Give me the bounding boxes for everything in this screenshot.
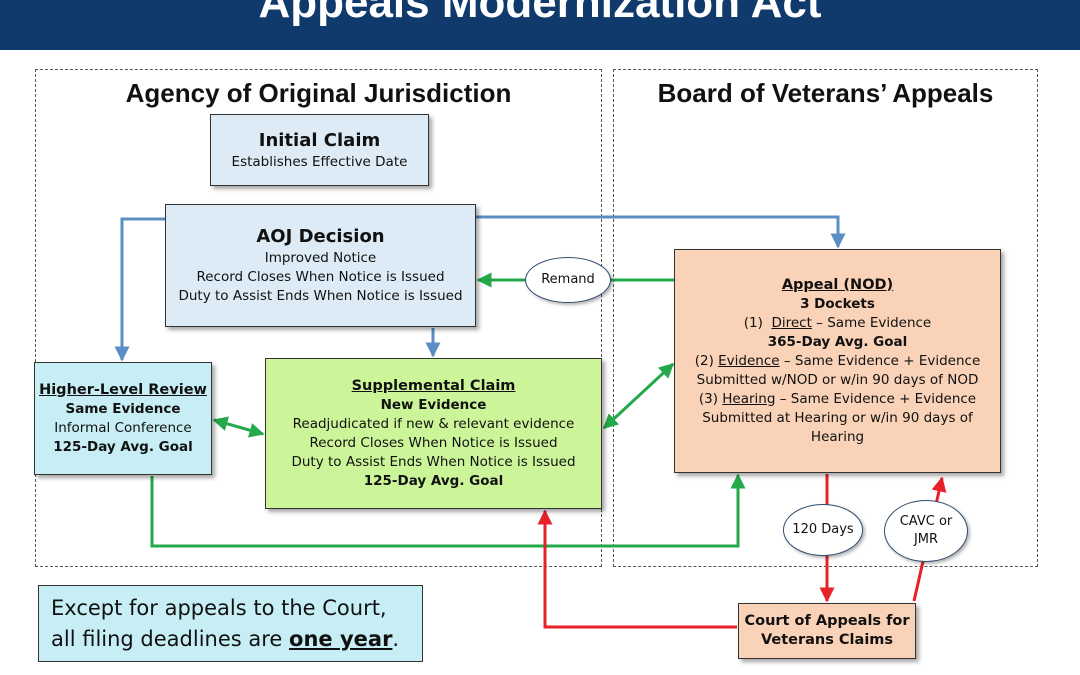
docket-evidence-line: Submitted w/NOD or w/in 90 days of NOD: [696, 371, 979, 388]
docket-hearing-rest: – Same Evidence + Evidence: [775, 390, 977, 407]
docket-direct-name: Direct: [771, 314, 812, 331]
cavc-jmr-line: CAVC or: [899, 514, 953, 529]
arrow-decision-to-hlr: [114, 217, 165, 362]
docket-direct-rest: – Same Evidence: [811, 314, 932, 331]
arrow-hlr-to-appeal: [150, 473, 746, 548]
docket-evidence-rest: – Same Evidence + Evidence: [779, 352, 981, 369]
initial-claim-box: Initial Claim Establishes Effective Date: [210, 114, 429, 186]
court-of-appeals-box: Court of Appeals for Veterans Claims: [738, 603, 916, 659]
docket-hearing: (3) Hearing – Same Evidence + Evidence: [675, 390, 1000, 409]
docket-direct: (1) Direct – Same Evidence: [675, 314, 1000, 333]
page-title: Appeals Modernization Act: [258, 0, 822, 27]
arrow-court-to-supplemental: [537, 509, 737, 629]
bva-region-title: Board of Veterans’ Appeals: [657, 78, 994, 108]
initial-claim-title: Initial Claim: [258, 129, 381, 151]
aoj-decision-line: Improved Notice: [264, 250, 377, 266]
supplemental-claim-line: Readjudicated if new & relevant evidence: [292, 415, 575, 432]
supplemental-claim-box: Supplemental Claim New Evidence Readjudi…: [265, 358, 602, 509]
note-line: Except for appeals to the Court,: [51, 596, 387, 620]
arrow-supplemental-appeal: [602, 362, 675, 430]
initial-claim-line: Establishes Effective Date: [231, 153, 408, 170]
higher-level-review-line: Same Evidence: [65, 400, 181, 417]
filing-deadline-note: Except for appeals to the Court, all fil…: [38, 585, 423, 662]
aoj-decision-line: Record Closes When Notice is Issued: [196, 269, 445, 285]
docket-evidence: (2) Evidence – Same Evidence + Evidence: [675, 352, 1000, 371]
note-text: all filing deadlines are: [51, 627, 290, 651]
higher-level-review-title: Higher-Level Review: [39, 381, 207, 398]
note-emphasis: one year: [289, 627, 393, 651]
supplemental-claim-goal: 125-Day Avg. Goal: [363, 472, 504, 489]
court-line: Veterans Claims: [760, 632, 894, 648]
higher-level-review-line: Informal Conference: [54, 419, 192, 436]
cavc-jmr-line: JMR: [913, 532, 939, 547]
aoj-decision-title: AOJ Decision: [256, 226, 385, 247]
supplemental-claim-title: Supplemental Claim: [351, 377, 516, 394]
docket-hearing-name: Hearing: [722, 390, 776, 407]
docket-hearing-line: Submitted at Hearing or w/in 90 days of: [702, 409, 973, 426]
docket-evidence-num: (2): [694, 352, 719, 369]
docket-hearing-line: Hearing: [810, 428, 865, 445]
supplemental-claim-line: New Evidence: [380, 396, 487, 413]
aoj-decision-box: AOJ Decision Improved Notice Record Clos…: [165, 204, 476, 327]
note-period: .: [392, 627, 400, 651]
supplemental-claim-line: Record Closes When Notice is Issued: [309, 434, 558, 451]
higher-level-review-box: Higher-Level Review Same Evidence Inform…: [34, 362, 212, 475]
arrow-hlr-supplemental: [212, 416, 265, 438]
docket-hearing-num: (3): [698, 390, 723, 407]
aoj-decision-line: Duty to Assist Ends When Notice is Issue…: [178, 288, 463, 304]
docket-direct-goal: 365-Day Avg. Goal: [767, 333, 908, 350]
supplemental-claim-line: Duty to Assist Ends When Notice is Issue…: [291, 453, 576, 470]
appeal-nod-box: Appeal (NOD) 3 Dockets (1) Direct – Same…: [674, 249, 1001, 473]
cavc-jmr-oval: CAVC or JMR: [884, 500, 968, 562]
docket-evidence-name: Evidence: [718, 352, 780, 369]
aoj-region-title: Agency of Original Jurisdiction: [125, 78, 512, 108]
appeal-subtitle: 3 Dockets: [800, 295, 875, 312]
note-line: all filing deadlines are one year.: [51, 624, 422, 655]
remand-oval: Remand: [525, 257, 611, 303]
court-line: Court of Appeals for: [744, 613, 910, 629]
title-banner: Appeals Modernization Act: [0, 0, 1080, 50]
higher-level-review-goal: 125-Day Avg. Goal: [53, 438, 193, 455]
aoj-region: Agency of Original Jurisdiction: [35, 69, 602, 567]
arrow-decision-to-appeal: [476, 215, 846, 249]
appeal-title: Appeal (NOD): [781, 276, 894, 293]
docket-direct-num: (1): [743, 314, 763, 331]
days-120-oval: 120 Days: [783, 504, 863, 556]
